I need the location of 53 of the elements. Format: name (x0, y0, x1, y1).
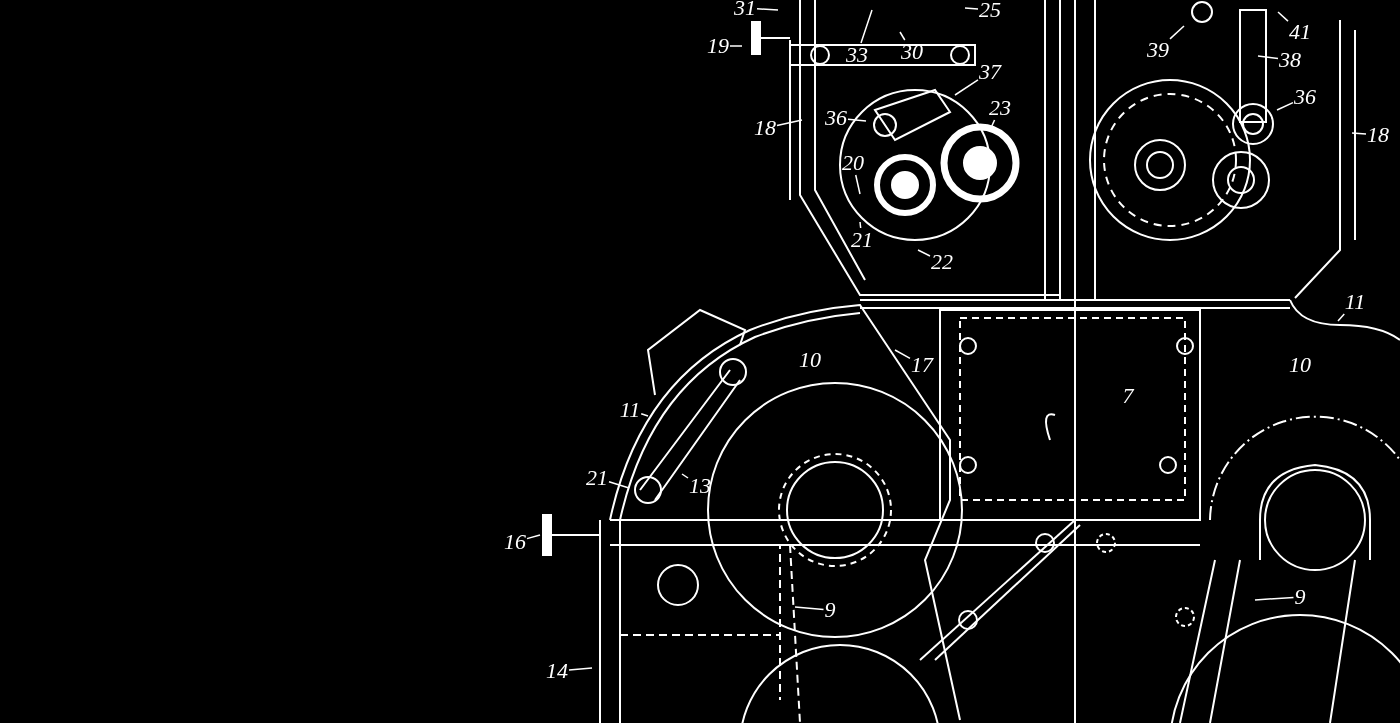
leader-line (1254, 596, 1295, 601)
part-number: 10 (799, 349, 821, 371)
leader-line (894, 349, 911, 360)
leader-line (1169, 25, 1185, 40)
callout-number: 9 (824, 599, 836, 621)
leader-line (854, 174, 861, 195)
leader-line (1277, 11, 1289, 22)
callout-number: 36 (1294, 86, 1316, 108)
callout-number: 38 (1279, 49, 1301, 71)
callout-number: 21 (586, 467, 608, 489)
callout-number: 9 (1294, 586, 1306, 608)
leader-line (681, 473, 689, 479)
leader-line (640, 413, 649, 417)
leader-line (964, 7, 979, 10)
leader-line (526, 534, 541, 540)
leader-line (1351, 132, 1367, 135)
callout-number: 22 (931, 251, 953, 273)
leader-line (917, 249, 931, 257)
leader-line (1276, 101, 1294, 111)
callout-number: 39 (1147, 39, 1169, 61)
callout-number: 36 (825, 107, 847, 129)
callout-number: 17 (911, 354, 933, 376)
leader-line (794, 606, 825, 611)
callout-number: 21 (851, 229, 873, 251)
leader-line (847, 118, 867, 122)
leader-line (776, 119, 803, 127)
leader-line (608, 481, 630, 489)
leader-line (899, 31, 906, 41)
callout-number: 18 (1367, 124, 1389, 146)
leader-line (756, 8, 779, 11)
callout-number: 11 (619, 399, 641, 421)
leader-line (1257, 55, 1279, 60)
callout-number: 14 (546, 660, 568, 682)
callout-number: 20 (842, 152, 864, 174)
callout-number: 33 (846, 44, 868, 66)
leader-line (954, 79, 979, 96)
callout-number: 37 (979, 61, 1001, 83)
leader-line (568, 667, 593, 671)
callout-number: 41 (1289, 21, 1311, 43)
callout-number: 19 (707, 35, 729, 57)
callout-number: 31 (734, 0, 756, 19)
leader-line (859, 221, 862, 229)
part-number: 10 (1289, 354, 1311, 376)
callout-number: 16 (504, 531, 526, 553)
callout-number: 11 (1344, 291, 1366, 313)
leader-line (860, 9, 873, 44)
callout-number: 18 (754, 117, 776, 139)
leader-line (729, 45, 743, 47)
callout-number: 23 (989, 97, 1011, 119)
callout-number: 25 (979, 0, 1001, 21)
leader-line (1337, 313, 1345, 322)
callout-number: 13 (689, 475, 711, 497)
part-number: 7 (1122, 385, 1134, 407)
